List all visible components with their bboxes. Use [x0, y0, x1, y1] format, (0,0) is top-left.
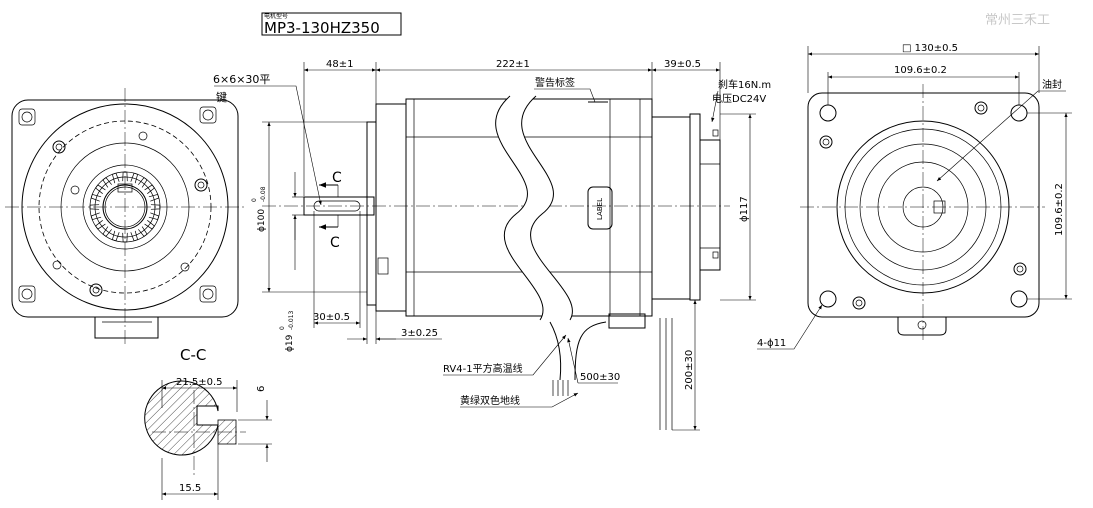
section-title: C-C [180, 346, 206, 364]
side-view: C C LABEL [213, 59, 771, 431]
dia-shaft-tol-lower: -0.013 [288, 310, 295, 330]
gear-tooth [111, 230, 120, 242]
dia-pilot-tol-lower: -0.08 [260, 186, 267, 202]
section-mark-top: C [332, 170, 342, 186]
dia-brake: ϕ117 [739, 196, 750, 222]
gear-tooth [90, 212, 102, 221]
gear-tooth [138, 226, 148, 237]
oil-seal-label: 油封 [1042, 78, 1062, 91]
dim-hole-pitch-v: 109.6±0.2 [1054, 183, 1065, 236]
model-number: MP3-130HZ350 [264, 19, 380, 37]
dim-key-length: 30±0.5 [313, 312, 350, 323]
section-key-width-dim: 6 [256, 386, 267, 392]
dim-shaft-length: 48±1 [326, 59, 353, 70]
cable-length: 500±30 [580, 372, 620, 383]
gear-tooth [148, 212, 160, 221]
gear-tooth [102, 177, 112, 188]
gear-tooth [95, 220, 106, 230]
cable-ground: 黄绿双色地线 [460, 394, 520, 407]
watermark: 常州三禾工 [985, 13, 1050, 28]
front-view [5, 88, 245, 345]
gear-tooth [95, 184, 106, 194]
lead-length: 200±30 [684, 350, 695, 390]
gear-tooth [144, 220, 155, 230]
warning-label: 警告标签 [535, 76, 575, 89]
gear-tooth [138, 177, 148, 188]
dim-brake-length: 39±0.5 [664, 59, 701, 70]
gear-tooth [122, 232, 128, 243]
dia-pilot-tol-upper: 0 [251, 198, 258, 202]
section-height-dim: 21.5±0.5 [176, 377, 223, 388]
gear-tooth [102, 226, 112, 237]
model-caption: 电机型号 [264, 12, 288, 20]
cable-power: RV4-1平方高温线 [443, 362, 523, 375]
dia-shaft: ϕ19 [285, 334, 295, 352]
gear-tooth [144, 184, 155, 194]
section-cc: C-C 21.5±0.5 6 15.5 [144, 346, 272, 500]
gear-teeth [89, 171, 161, 243]
dim-flange-step: 3±0.25 [401, 328, 438, 339]
dim-body-length: 222±1 [496, 59, 530, 70]
gear-tooth [148, 193, 160, 202]
gear-tooth [111, 172, 120, 184]
dim-square: □ 130±0.5 [902, 43, 958, 54]
model-box: 电机型号 MP3-130HZ350 [261, 12, 402, 37]
gear-tooth [89, 204, 100, 210]
brake-spec-torque: 刹车16N.m [718, 78, 771, 91]
label-plate-text: LABEL [596, 198, 604, 220]
holes-label: 4-ϕ11 [757, 338, 786, 349]
end-view: □ 130±0.5 109.6±0.2 109.6±0.2 油封 4-ϕ11 [757, 43, 1072, 350]
key-label-2: 键 [216, 90, 227, 104]
dim-hole-pitch-h: 109.6±0.2 [894, 65, 947, 76]
dia-pilot: ϕ100 [257, 209, 267, 232]
brake-spec-voltage: 电压DC24V [712, 92, 766, 105]
dia-shaft-tol-upper: 0 [279, 326, 286, 330]
gear-tooth [90, 193, 102, 202]
key-label: 6×6×30平 [213, 73, 270, 86]
section-mark-bottom: C [330, 235, 340, 251]
section-base-dim: 15.5 [179, 483, 201, 494]
gear-tooth [130, 230, 139, 242]
gear-tooth [130, 172, 139, 184]
